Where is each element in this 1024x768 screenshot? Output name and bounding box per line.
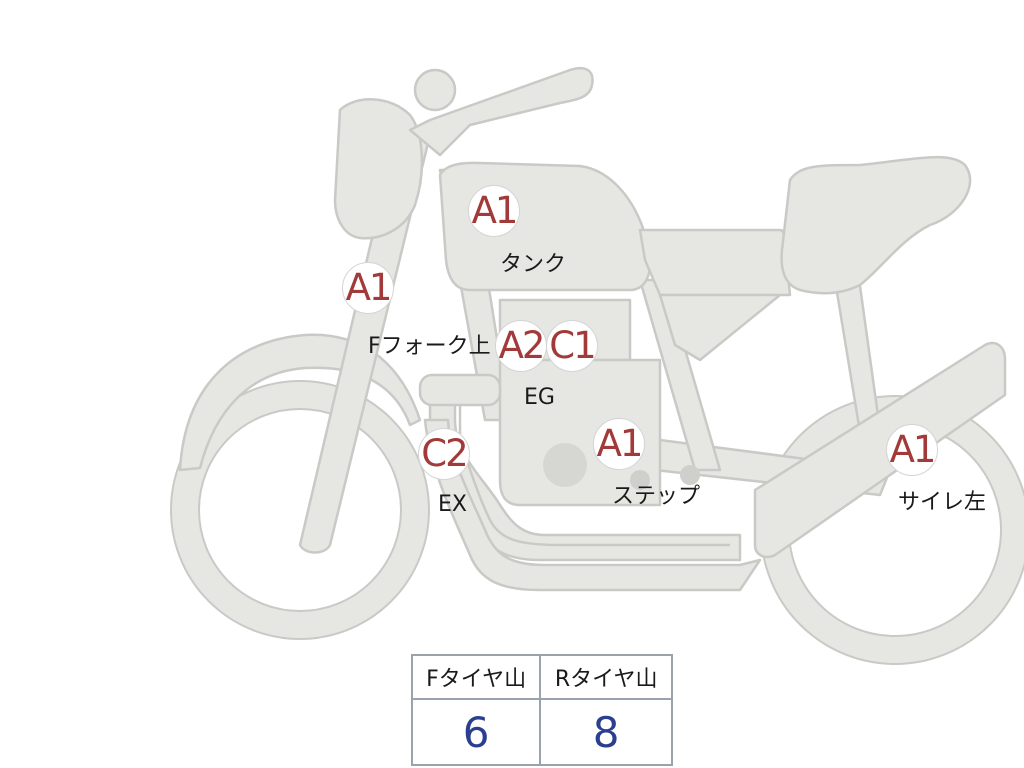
grade-badge-eg-a: A2 bbox=[495, 320, 547, 372]
foot-peg bbox=[630, 470, 650, 490]
front-tire-value: 6 bbox=[410, 698, 542, 766]
headlight bbox=[333, 98, 424, 240]
handlebar bbox=[408, 66, 594, 157]
side-cover bbox=[638, 228, 792, 297]
grade-badge-tank: A1 bbox=[468, 185, 520, 237]
rear-tire-value: 8 bbox=[539, 698, 673, 766]
part-label-eg: EG bbox=[524, 385, 555, 410]
part-label-ex: EX bbox=[438, 492, 467, 517]
part-label-step: ステップ bbox=[612, 484, 701, 509]
part-label-ffork: Fフォーク上 bbox=[368, 334, 491, 359]
grade-badge-ex: C2 bbox=[418, 428, 470, 480]
grade-badge-eg-c: C1 bbox=[546, 320, 598, 372]
seat bbox=[780, 155, 972, 295]
silencer bbox=[753, 341, 1007, 559]
front-tire-header: Fタイヤ山 bbox=[410, 654, 542, 700]
grade-badge-silencer: A1 bbox=[886, 424, 938, 476]
part-label-silencer: サイレ左 bbox=[898, 490, 987, 515]
rear-tire-header: Rタイヤ山 bbox=[539, 654, 673, 700]
part-label-tank: タンク bbox=[500, 252, 567, 277]
grade-badge-ffork: A1 bbox=[342, 262, 394, 314]
grade-badge-step: A1 bbox=[593, 418, 645, 470]
front-fork bbox=[298, 133, 432, 554]
tire-tread-table: Fタイヤ山 Rタイヤ山 6 8 bbox=[410, 654, 673, 766]
